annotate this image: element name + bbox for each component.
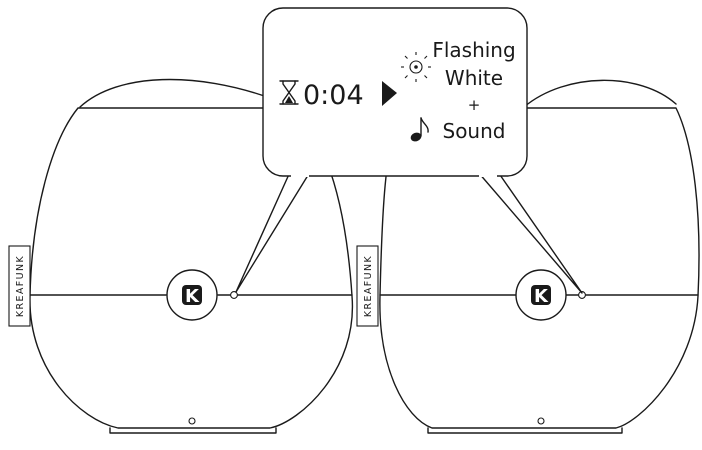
speaker-left-logo-badge	[182, 285, 202, 305]
speaker-right-bottom-port	[537, 417, 545, 425]
callout-plus: +	[468, 96, 481, 114]
speaker-right-body	[379, 107, 700, 429]
speaker-left-indicator-light	[230, 291, 238, 299]
callout-pointer-join-left	[291, 173, 309, 177]
speaker-left-logo-letter: K	[185, 286, 200, 307]
speaker-right-logo-badge	[531, 285, 551, 305]
speaker-right-foot	[427, 427, 623, 434]
speaker-right-logo-letter: K	[534, 286, 549, 307]
speaker-left-body	[29, 107, 354, 429]
flashing-light-icon	[401, 52, 431, 82]
speaker-left-brand-label: KREAFUNK	[15, 255, 26, 317]
callout-line-flashing: Flashing	[432, 38, 515, 62]
timer-value: 0:04	[303, 80, 364, 111]
callout-bubble: 0:04 Flashing White + Sound	[235, 7, 583, 294]
speaker-right-brand-label: KREAFUNK	[363, 255, 374, 317]
speaker-left: K KREAFUNK	[8, 78, 354, 434]
hourglass-icon	[279, 80, 299, 105]
callout-pointer-left	[235, 171, 311, 293]
callout-pointer-join-right	[479, 173, 497, 177]
speaker-right-lid	[523, 79, 677, 108]
callout-pointer-right	[477, 171, 583, 294]
speaker-right-brand-tag	[356, 245, 379, 327]
speaker-left-bottom-port	[188, 417, 196, 425]
callout-line-white: White	[445, 66, 503, 90]
speaker-right: K KREAFUNK	[356, 79, 700, 434]
speaker-left-lid	[79, 78, 271, 108]
callout-line-sound: Sound	[443, 119, 506, 143]
music-note-icon	[410, 117, 429, 142]
play-triangle-icon	[382, 81, 397, 106]
speaker-left-brand-tag	[8, 245, 31, 327]
speaker-right-indicator-light	[578, 291, 586, 299]
speaker-left-foot	[109, 427, 277, 434]
